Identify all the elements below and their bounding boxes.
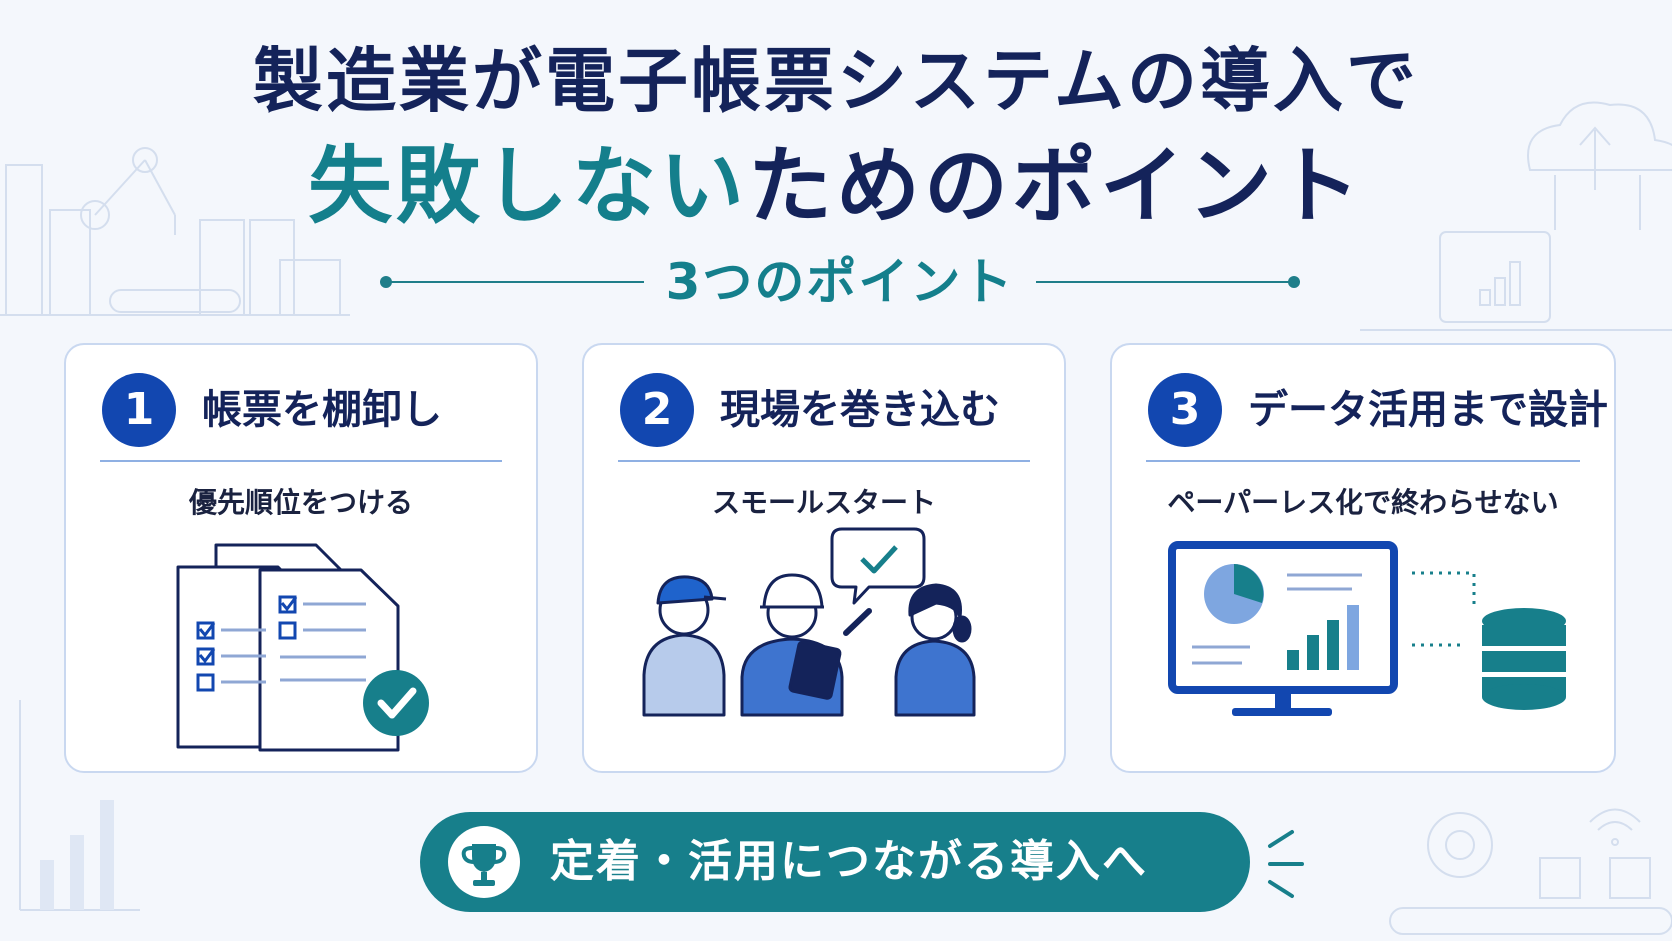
trophy-badge	[448, 826, 520, 898]
wifi-icon	[1589, 808, 1641, 846]
trophy-icon	[461, 844, 507, 886]
main-title-line2: 失敗しないためのポイント	[0, 136, 1672, 236]
subheading-dot-left	[380, 276, 392, 288]
robot-arm-icon	[80, 147, 176, 235]
point-card-1: 1 帳票を棚卸し 優先順位をつける	[64, 343, 538, 773]
workers-icon	[642, 527, 976, 717]
conclusion-banner: 定着・活用につながる導入へ	[420, 812, 1250, 912]
point-card-2: 2 現場を巻き込む スモールスタート	[582, 343, 1066, 773]
card-divider	[618, 460, 1030, 462]
main-title-line1: 製造業が電子帳票システムの導入で	[253, 40, 1419, 122]
point-title: データ活用まで設計	[1248, 387, 1608, 433]
title-highlight: 失敗しない	[307, 137, 748, 235]
document-checklist-icon	[176, 543, 429, 752]
subheading-dot-right	[1288, 276, 1300, 288]
point-subtitle: 優先順位をつける	[188, 486, 413, 519]
gear-icon	[1427, 812, 1493, 878]
point-subtitle: ペーパーレス化で終わらせない	[1167, 486, 1559, 519]
title-rest: ためのポイント	[748, 137, 1365, 235]
point-card-3: 3 データ活用まで設計 ペーパーレス化で終わらせない	[1110, 343, 1616, 773]
subheading: 3つのポイント	[380, 250, 1300, 314]
point-number-badge: 1	[102, 373, 176, 447]
database-icon	[1482, 608, 1566, 710]
banner-text: 定着・活用につながる導入へ	[550, 836, 1148, 887]
point-number-badge: 2	[620, 373, 694, 447]
point-subtitle: スモールスタート	[711, 486, 936, 519]
card-divider	[100, 460, 502, 462]
card-divider	[1146, 460, 1580, 462]
point-title: 現場を巻き込む	[720, 387, 1000, 433]
subheading-line-right	[1036, 281, 1292, 283]
factory-icon	[0, 164, 350, 316]
cloud-upload-icon	[1527, 101, 1672, 230]
subheading-text: 3つのポイント	[665, 253, 1015, 311]
dashboard-monitor-icon	[1168, 541, 1566, 716]
subheading-line-left	[388, 281, 644, 283]
check-icon	[363, 670, 429, 736]
point-title: 帳票を棚卸し	[202, 387, 442, 433]
sparkle-decoration	[1268, 830, 1304, 898]
point-number-badge: 3	[1148, 373, 1222, 447]
